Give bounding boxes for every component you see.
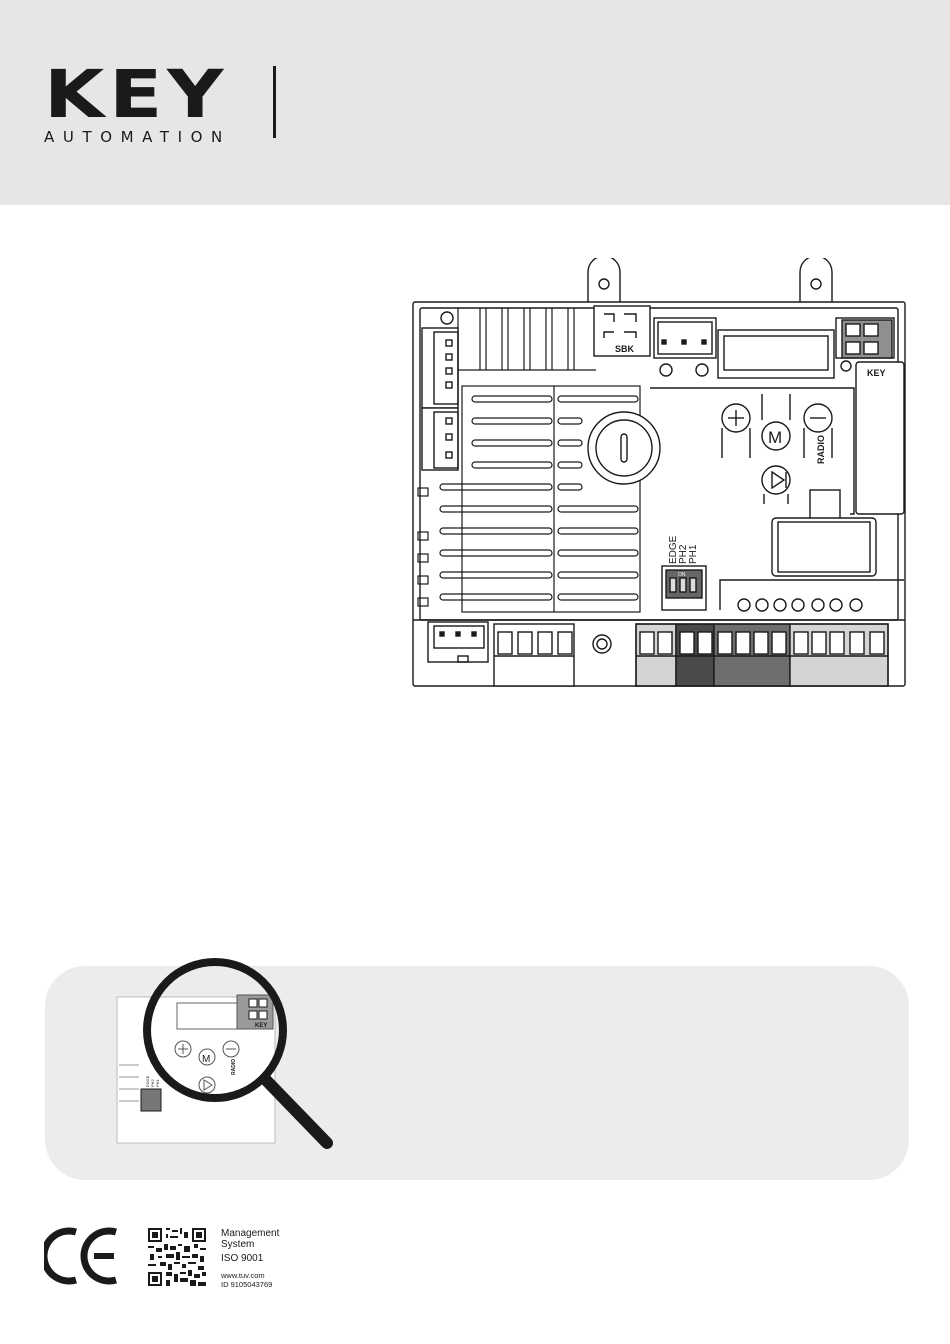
motor-terminal-block — [494, 624, 574, 686]
relay — [772, 518, 876, 576]
radio-label: RADIO — [816, 435, 826, 464]
dip-on-label: ON — [678, 572, 686, 578]
signal-terminal-block — [636, 624, 888, 686]
cert-line-3: ISO 9001 — [221, 1253, 279, 1264]
control-board-diagram: SBK KEY M RADIO EDGE PH2 PH1 — [410, 258, 910, 690]
zoom-m-label: M — [202, 1054, 210, 1065]
svg-text:M: M — [768, 428, 782, 447]
fuse-holder — [588, 412, 660, 484]
zoom-radio-label: RADIO — [231, 1059, 237, 1075]
zoom-key-label: KEY — [255, 1023, 267, 1029]
zoom-dip-ph1: PH1 — [155, 1078, 160, 1087]
key-label: KEY — [867, 368, 886, 378]
mount-tab-left — [588, 258, 620, 302]
cert-id: ID 9105043769 — [221, 1280, 279, 1289]
sbk-label: SBK — [615, 344, 635, 354]
magnifier-zoom-illustration: KEY M RADIO EDGE PH2 PH1 — [115, 955, 345, 1155]
cert-line-2: System — [221, 1239, 279, 1250]
certification-block: Management System ISO 9001 www.tuv.com I… — [221, 1228, 279, 1289]
mount-tab-right — [800, 258, 832, 302]
three-pin-header — [654, 318, 716, 358]
key-automation-logo: KEY AUTOMATION — [44, 62, 231, 146]
logo-key-text: KEY — [44, 62, 265, 128]
qr-code — [148, 1228, 206, 1286]
dip-label-ph1: PH1 — [688, 544, 699, 564]
logo-divider — [273, 66, 276, 138]
cert-web: www.tuv.com — [221, 1271, 279, 1280]
cert-line-1: Management — [221, 1228, 279, 1239]
ce-mark — [44, 1226, 120, 1286]
header-band: KEY AUTOMATION — [0, 0, 950, 205]
